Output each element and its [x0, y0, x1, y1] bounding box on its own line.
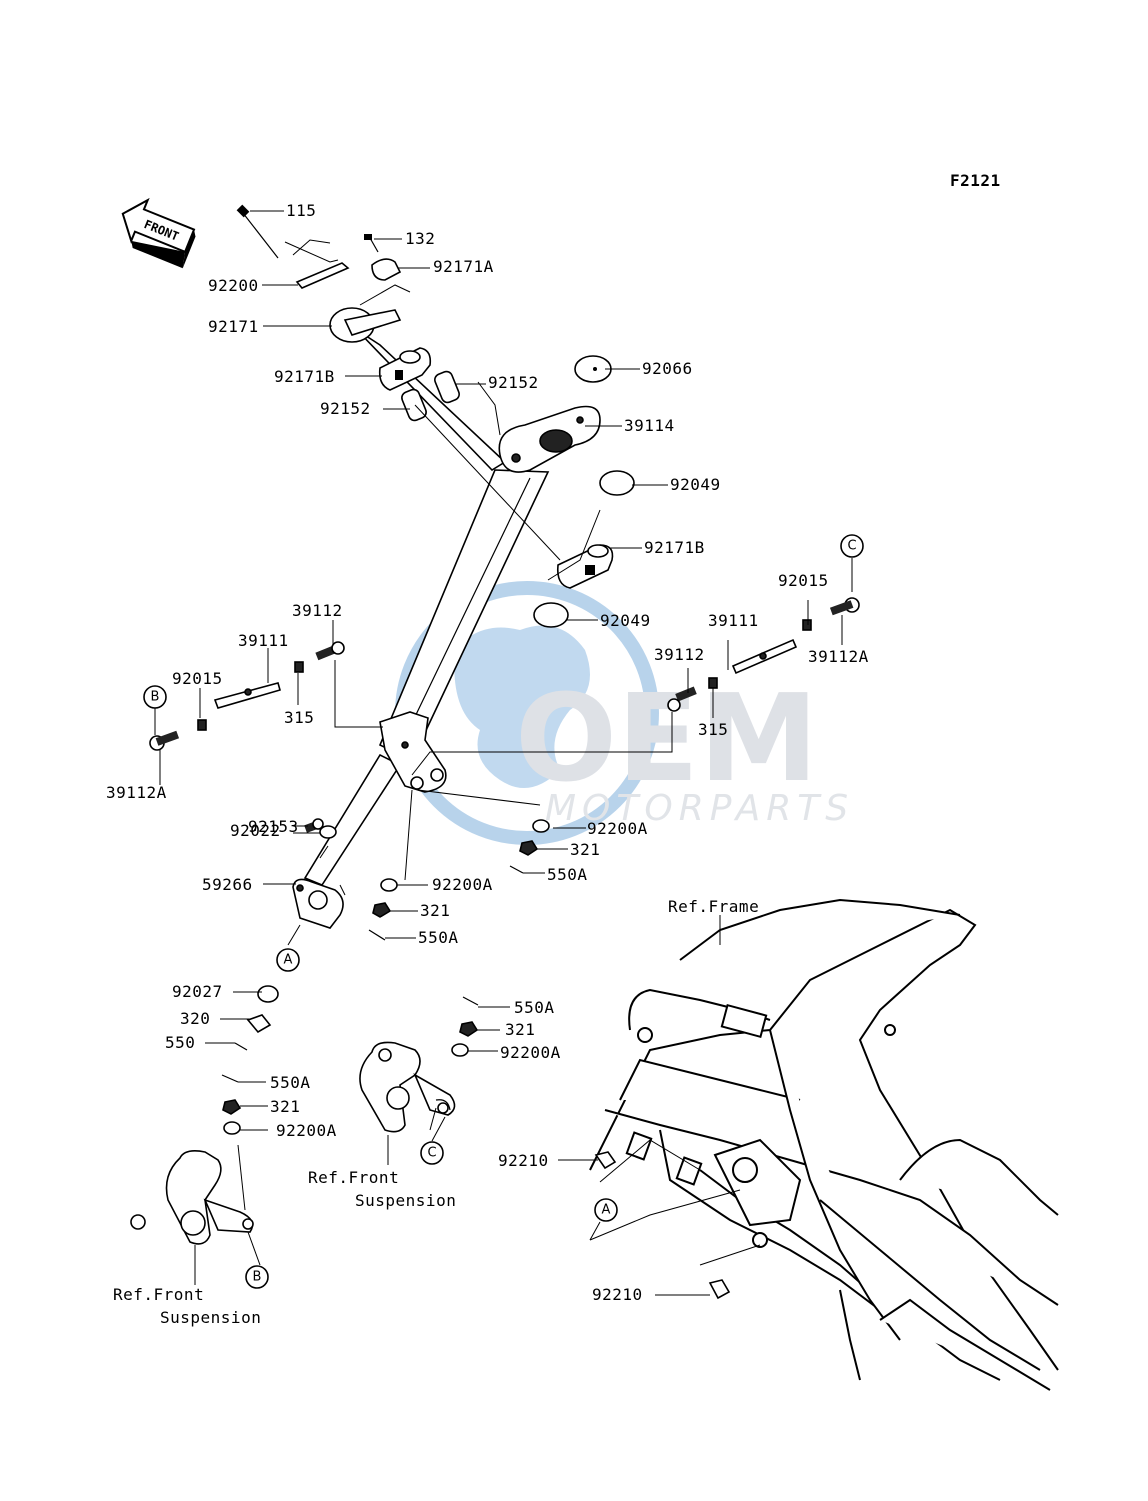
ball-joint-left	[315, 641, 345, 661]
label-92066: 92066	[642, 359, 693, 378]
ref-front-susp-center-a: Ref.Front	[308, 1168, 399, 1187]
oring-upper	[599, 470, 635, 496]
clip-92210-lower	[708, 1279, 731, 1300]
figure-code: F2121	[950, 171, 1001, 190]
label-550: 550	[165, 1033, 195, 1052]
label-92049-upper: 92049	[670, 475, 721, 494]
tie-rod-left	[213, 682, 281, 709]
collar-lower	[401, 388, 427, 422]
label-320: 320	[180, 1009, 210, 1028]
bracket-39114	[498, 405, 601, 473]
label-39111-left: 39111	[238, 631, 289, 650]
label-321-2: 321	[420, 901, 450, 920]
label-92200: 92200	[208, 276, 259, 295]
label-92049-lower: 92049	[600, 611, 651, 630]
callout-B-2: B	[245, 1265, 269, 1289]
label-92022: 92022	[230, 821, 281, 840]
oring-lower	[533, 602, 569, 628]
label-92200A-4: 92200A	[276, 1121, 337, 1140]
label-39111-right: 39111	[708, 611, 759, 630]
part-labels: 115 132 92171A 92200 92171 92171B 92152 …	[106, 201, 869, 1327]
bracket-59266	[292, 878, 344, 929]
label-92152-left: 92152	[320, 399, 371, 418]
ball-joint-39112A-right	[829, 597, 860, 616]
label-92015-left: 92015	[172, 669, 223, 688]
label-315-right: 315	[698, 720, 728, 739]
leader-lines	[154, 210, 853, 1296]
label-92027: 92027	[172, 982, 223, 1001]
ball-joint-39112A-left	[149, 730, 180, 751]
label-315-left: 315	[284, 708, 314, 727]
label-92015-right: 92015	[778, 571, 829, 590]
label-92210-lower: 92210	[592, 1285, 643, 1304]
label-92153: 92153	[248, 817, 299, 836]
label-92171: 92171	[208, 317, 259, 336]
holder-92171B-upper	[378, 347, 432, 391]
label-321-4: 321	[270, 1097, 300, 1116]
label-92210-upper: 92210	[498, 1151, 549, 1170]
ref-frame: Ref.Frame	[668, 897, 759, 916]
svg-text:A: A	[602, 1203, 611, 1218]
watermark-sub: MOTORPARTS	[545, 788, 854, 829]
watermark-brand: OEM	[515, 670, 818, 809]
svg-text:C: C	[427, 1146, 436, 1161]
callout-C-1: C	[840, 534, 864, 558]
svg-text:A: A	[284, 953, 293, 968]
label-92171B-upper: 92171B	[274, 367, 335, 386]
svg-text:B: B	[151, 690, 160, 705]
label-132: 132	[405, 229, 435, 248]
ref-front-susp-left-a: Ref.Front	[113, 1285, 204, 1304]
callout-A-2: A	[594, 1198, 618, 1222]
label-92171B-lower: 92171B	[644, 538, 705, 557]
callout-B-1: B	[143, 685, 167, 709]
pitman-arm	[379, 711, 447, 793]
frame	[589, 898, 1059, 1391]
label-59266: 59266	[202, 875, 253, 894]
label-39114: 39114	[624, 416, 675, 435]
ball-joint-right	[667, 686, 697, 712]
label-550A-3: 550A	[514, 998, 555, 1017]
ref-front-susp-center-b: Suspension	[355, 1191, 456, 1210]
knuckle-left	[130, 1150, 254, 1245]
label-321-1: 321	[570, 840, 600, 859]
clamp-92171A	[371, 258, 402, 281]
label-550A-4: 550A	[270, 1073, 311, 1092]
front-arrow-icon: FRONT	[121, 197, 196, 269]
label-92152-right: 92152	[488, 373, 539, 392]
label-92200A-3: 92200A	[500, 1043, 561, 1062]
label-115: 115	[286, 201, 316, 220]
ref-front-susp-left-b: Suspension	[160, 1308, 261, 1327]
clip-92210-upper	[594, 1151, 617, 1170]
watermark: OEM MOTORPARTS	[395, 581, 854, 845]
label-39112A-right: 39112A	[808, 647, 869, 666]
label-92200A-2: 92200A	[432, 875, 493, 894]
tie-rod-right	[731, 638, 798, 675]
label-92200A-1: 92200A	[587, 819, 648, 838]
label-550A-1: 550A	[547, 865, 588, 884]
label-550A-2: 550A	[418, 928, 459, 947]
label-39112A-left: 39112A	[106, 783, 167, 802]
label-39112-right: 39112	[654, 645, 705, 664]
callout-A-1: A	[276, 948, 300, 972]
svg-text:B: B	[253, 1270, 262, 1285]
label-39112-left: 39112	[292, 601, 343, 620]
holder-92171B-lower	[556, 544, 614, 589]
label-321-3: 321	[505, 1020, 535, 1039]
svg-text:C: C	[847, 539, 856, 554]
label-92171A: 92171A	[433, 257, 494, 276]
knuckle-center	[359, 1041, 456, 1133]
callout-C-2: C	[420, 1141, 444, 1165]
